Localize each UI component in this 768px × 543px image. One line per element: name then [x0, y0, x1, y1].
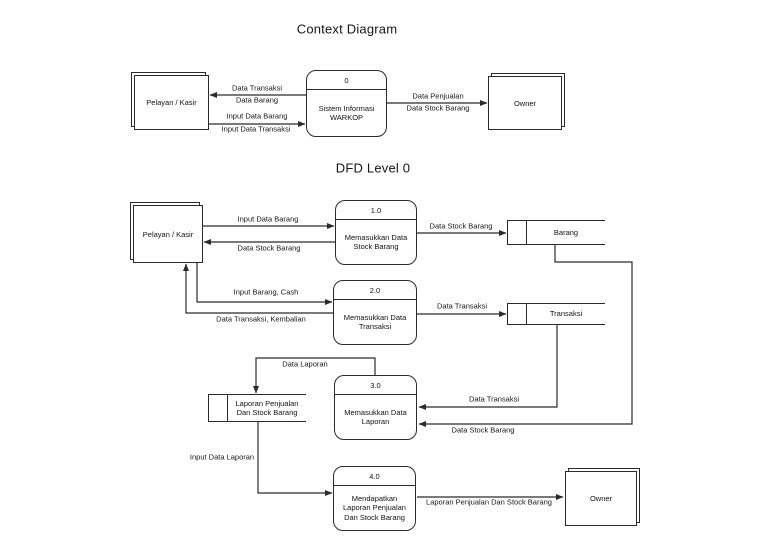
flow-arrow-input-data-laporan: [257, 422, 333, 496]
datastore-transaksi: Transaksi: [507, 303, 605, 325]
process-number: 1.0: [336, 201, 416, 220]
entity-owner-dfd: Owner: [565, 468, 640, 526]
flow-label-input-data-transaksi: Input Data Transaksi: [221, 124, 291, 134]
datastore-label: Barang: [553, 227, 579, 237]
process-1-memasukkan-data-stock-barang: 1.0 Memasukkan Data Stock Barang: [335, 200, 417, 265]
context-diagram-title: Context Diagram: [296, 21, 398, 37]
process-name: Memasukkan Data Transaksi: [334, 300, 416, 344]
entity-pelayan-kasir-dfd: Pelayan / Kasir: [130, 202, 203, 263]
flow-label-input-data-barang: Input Data Barang: [226, 111, 288, 121]
flow-label-data-stock-barang-return: Data Stock Barang: [237, 243, 301, 253]
flow-label-data-laporan: Data Laporan: [282, 359, 328, 369]
flow-label-data-stock-barang: Data Stock Barang: [406, 103, 470, 113]
process-name: Sistem Informasi WARKOP: [307, 90, 386, 136]
process-name-line: WARKOP: [329, 113, 364, 122]
entity-owner-context: Owner: [488, 73, 565, 130]
process-name: Memasukkan Data Stock Barang: [336, 220, 416, 264]
process-name-line: Laporan Penjualan: [343, 503, 406, 513]
flow-label-laporan-penjualan-out: Laporan Penjualan Dan Stock Barang: [426, 497, 552, 507]
flow-arrow-data-stock-barang-in: [418, 245, 633, 427]
process-4-mendapatkan-laporan: 4.0 Mendapatkan Laporan Penjualan Dan St…: [333, 466, 416, 531]
datastore-label-line: Laporan Penjualan: [235, 398, 299, 408]
dfd-level0-title: DFD Level 0: [335, 160, 411, 176]
datastore-label-line: Dan Stock Barang: [236, 408, 298, 417]
flow-label-data-transaksi: Data Transaksi: [231, 83, 283, 93]
process-number: 2.0: [334, 281, 416, 300]
process-name-line: Stock Barang: [353, 242, 399, 251]
process-name-line: Transaksi: [358, 322, 392, 331]
process-name-line: Memasukkan Data: [343, 312, 407, 322]
process-0-sistem-informasi-warkop: 0 Sistem Informasi WARKOP: [306, 70, 387, 137]
datastore-id-cell: [209, 395, 228, 421]
flow-label-data-transaksi-in: Data Transaksi: [468, 394, 520, 404]
flow-arrow-data-laporan: [253, 357, 376, 394]
process-number: 4.0: [334, 467, 415, 486]
process-name: Memasukkan Data Laporan: [335, 395, 416, 439]
process-number: 0: [307, 71, 386, 90]
flow-label-data-transaksi-store: Data Transaksi: [436, 301, 488, 311]
entity-label: Owner: [488, 76, 562, 130]
process-name-line: Memasukkan Data: [344, 407, 407, 417]
datastore-id-cell: [508, 221, 527, 244]
process-2-memasukkan-data-transaksi: 2.0 Memasukkan Data Transaksi: [333, 280, 417, 345]
process-name: Mendapatkan Laporan Penjualan Dan Stock …: [334, 486, 415, 530]
datastore-label: Transaksi: [549, 309, 583, 319]
process-name-line: Memasukkan Data: [344, 232, 408, 242]
datastore-barang: Barang: [507, 220, 605, 245]
flow-label-data-barang: Data Barang: [235, 95, 279, 105]
flow-arrow-data-transaksi-in: [418, 325, 558, 410]
flow-label-data-transaksi-kembalian: Data Transaksi, Kembalian: [216, 314, 306, 324]
process-name-line: Mendapatkan: [351, 493, 398, 503]
flow-label-input-data-laporan: Input Data Laporan: [189, 452, 255, 462]
process-number: 3.0: [335, 376, 416, 395]
flow-label-input-barang-cash: Input Barang, Cash: [233, 287, 299, 297]
entity-label: Pelayan / Kasir: [133, 205, 203, 263]
process-name-line: Sistem Informasi: [318, 103, 375, 113]
datastore-laporan-penjualan: Laporan Penjualan Dan Stock Barang: [208, 394, 306, 422]
flow-arrow-input-barang-cash: [196, 263, 333, 305]
flow-label-input-data-barang-dfd: Input Data Barang: [237, 214, 299, 224]
process-name-line: Laporan: [361, 417, 390, 426]
datastore-id-cell: [508, 304, 527, 324]
flow-label-data-penjualan: Data Penjualan: [412, 91, 464, 101]
flow-label-data-stock-barang-store: Data Stock Barang: [429, 221, 493, 231]
entity-label: Pelayan / Kasir: [134, 75, 209, 130]
entity-label: Owner: [565, 471, 637, 526]
entity-pelayan-kasir-context: Pelayan / Kasir: [131, 72, 209, 130]
flow-arrow-data-transaksi-kembalian: [183, 263, 333, 314]
datastore-label: Laporan Penjualan Dan Stock Barang: [228, 395, 306, 421]
process-name-line: Dan Stock Barang: [344, 512, 405, 522]
flow-label-data-stock-barang-in: Data Stock Barang: [451, 425, 515, 435]
process-3-memasukkan-data-laporan: 3.0 Memasukkan Data Laporan: [334, 375, 417, 440]
